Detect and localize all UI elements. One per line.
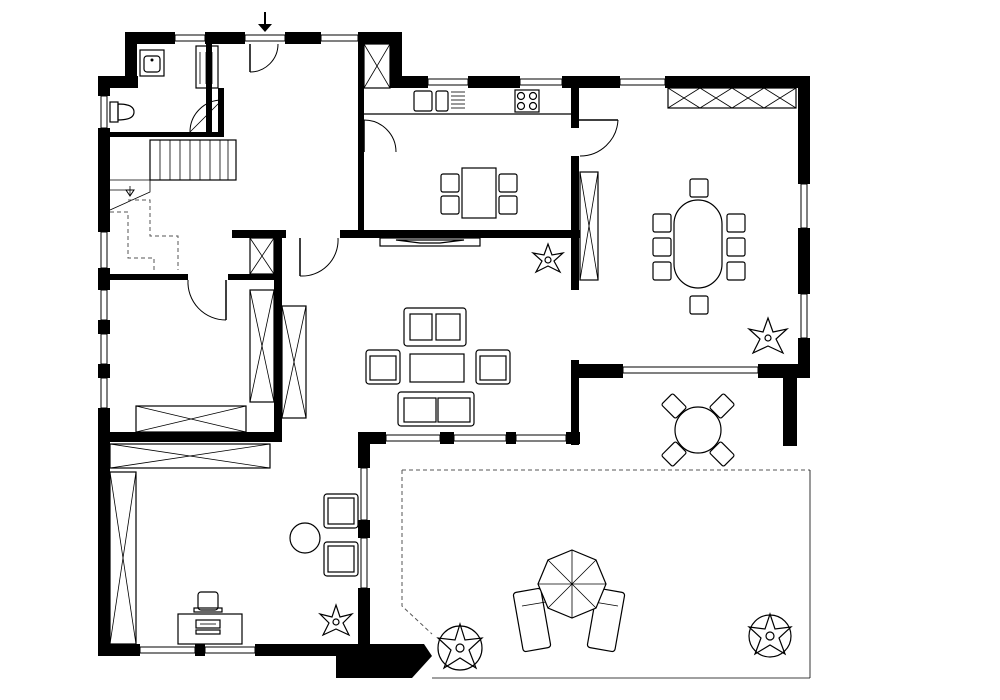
- wardrobes: [109, 43, 797, 645]
- umbrella: [537, 549, 607, 619]
- plant-icon: [747, 612, 793, 658]
- plant-icon: [746, 316, 790, 355]
- door-swing-icon: [189, 99, 223, 133]
- terrace: [401, 393, 811, 679]
- bathroom: [109, 45, 219, 123]
- door-swing-icon: [363, 119, 397, 153]
- door-swing-icon: [249, 43, 279, 73]
- windows: [100, 34, 808, 654]
- kitchen: [364, 89, 571, 247]
- plant-icon: [436, 621, 484, 671]
- living-room: [365, 307, 511, 427]
- dining: [652, 178, 746, 315]
- office: [177, 493, 359, 645]
- plant-icon: [531, 242, 565, 274]
- plant-icon: [318, 603, 354, 637]
- doors: [187, 43, 619, 321]
- staircase: [109, 139, 237, 272]
- door-swing-icon: [187, 279, 227, 321]
- door-swing-icon: [299, 237, 339, 277]
- door-swing-icon: [579, 119, 619, 157]
- down-arrow-icon: [258, 12, 272, 32]
- walls: [98, 32, 810, 678]
